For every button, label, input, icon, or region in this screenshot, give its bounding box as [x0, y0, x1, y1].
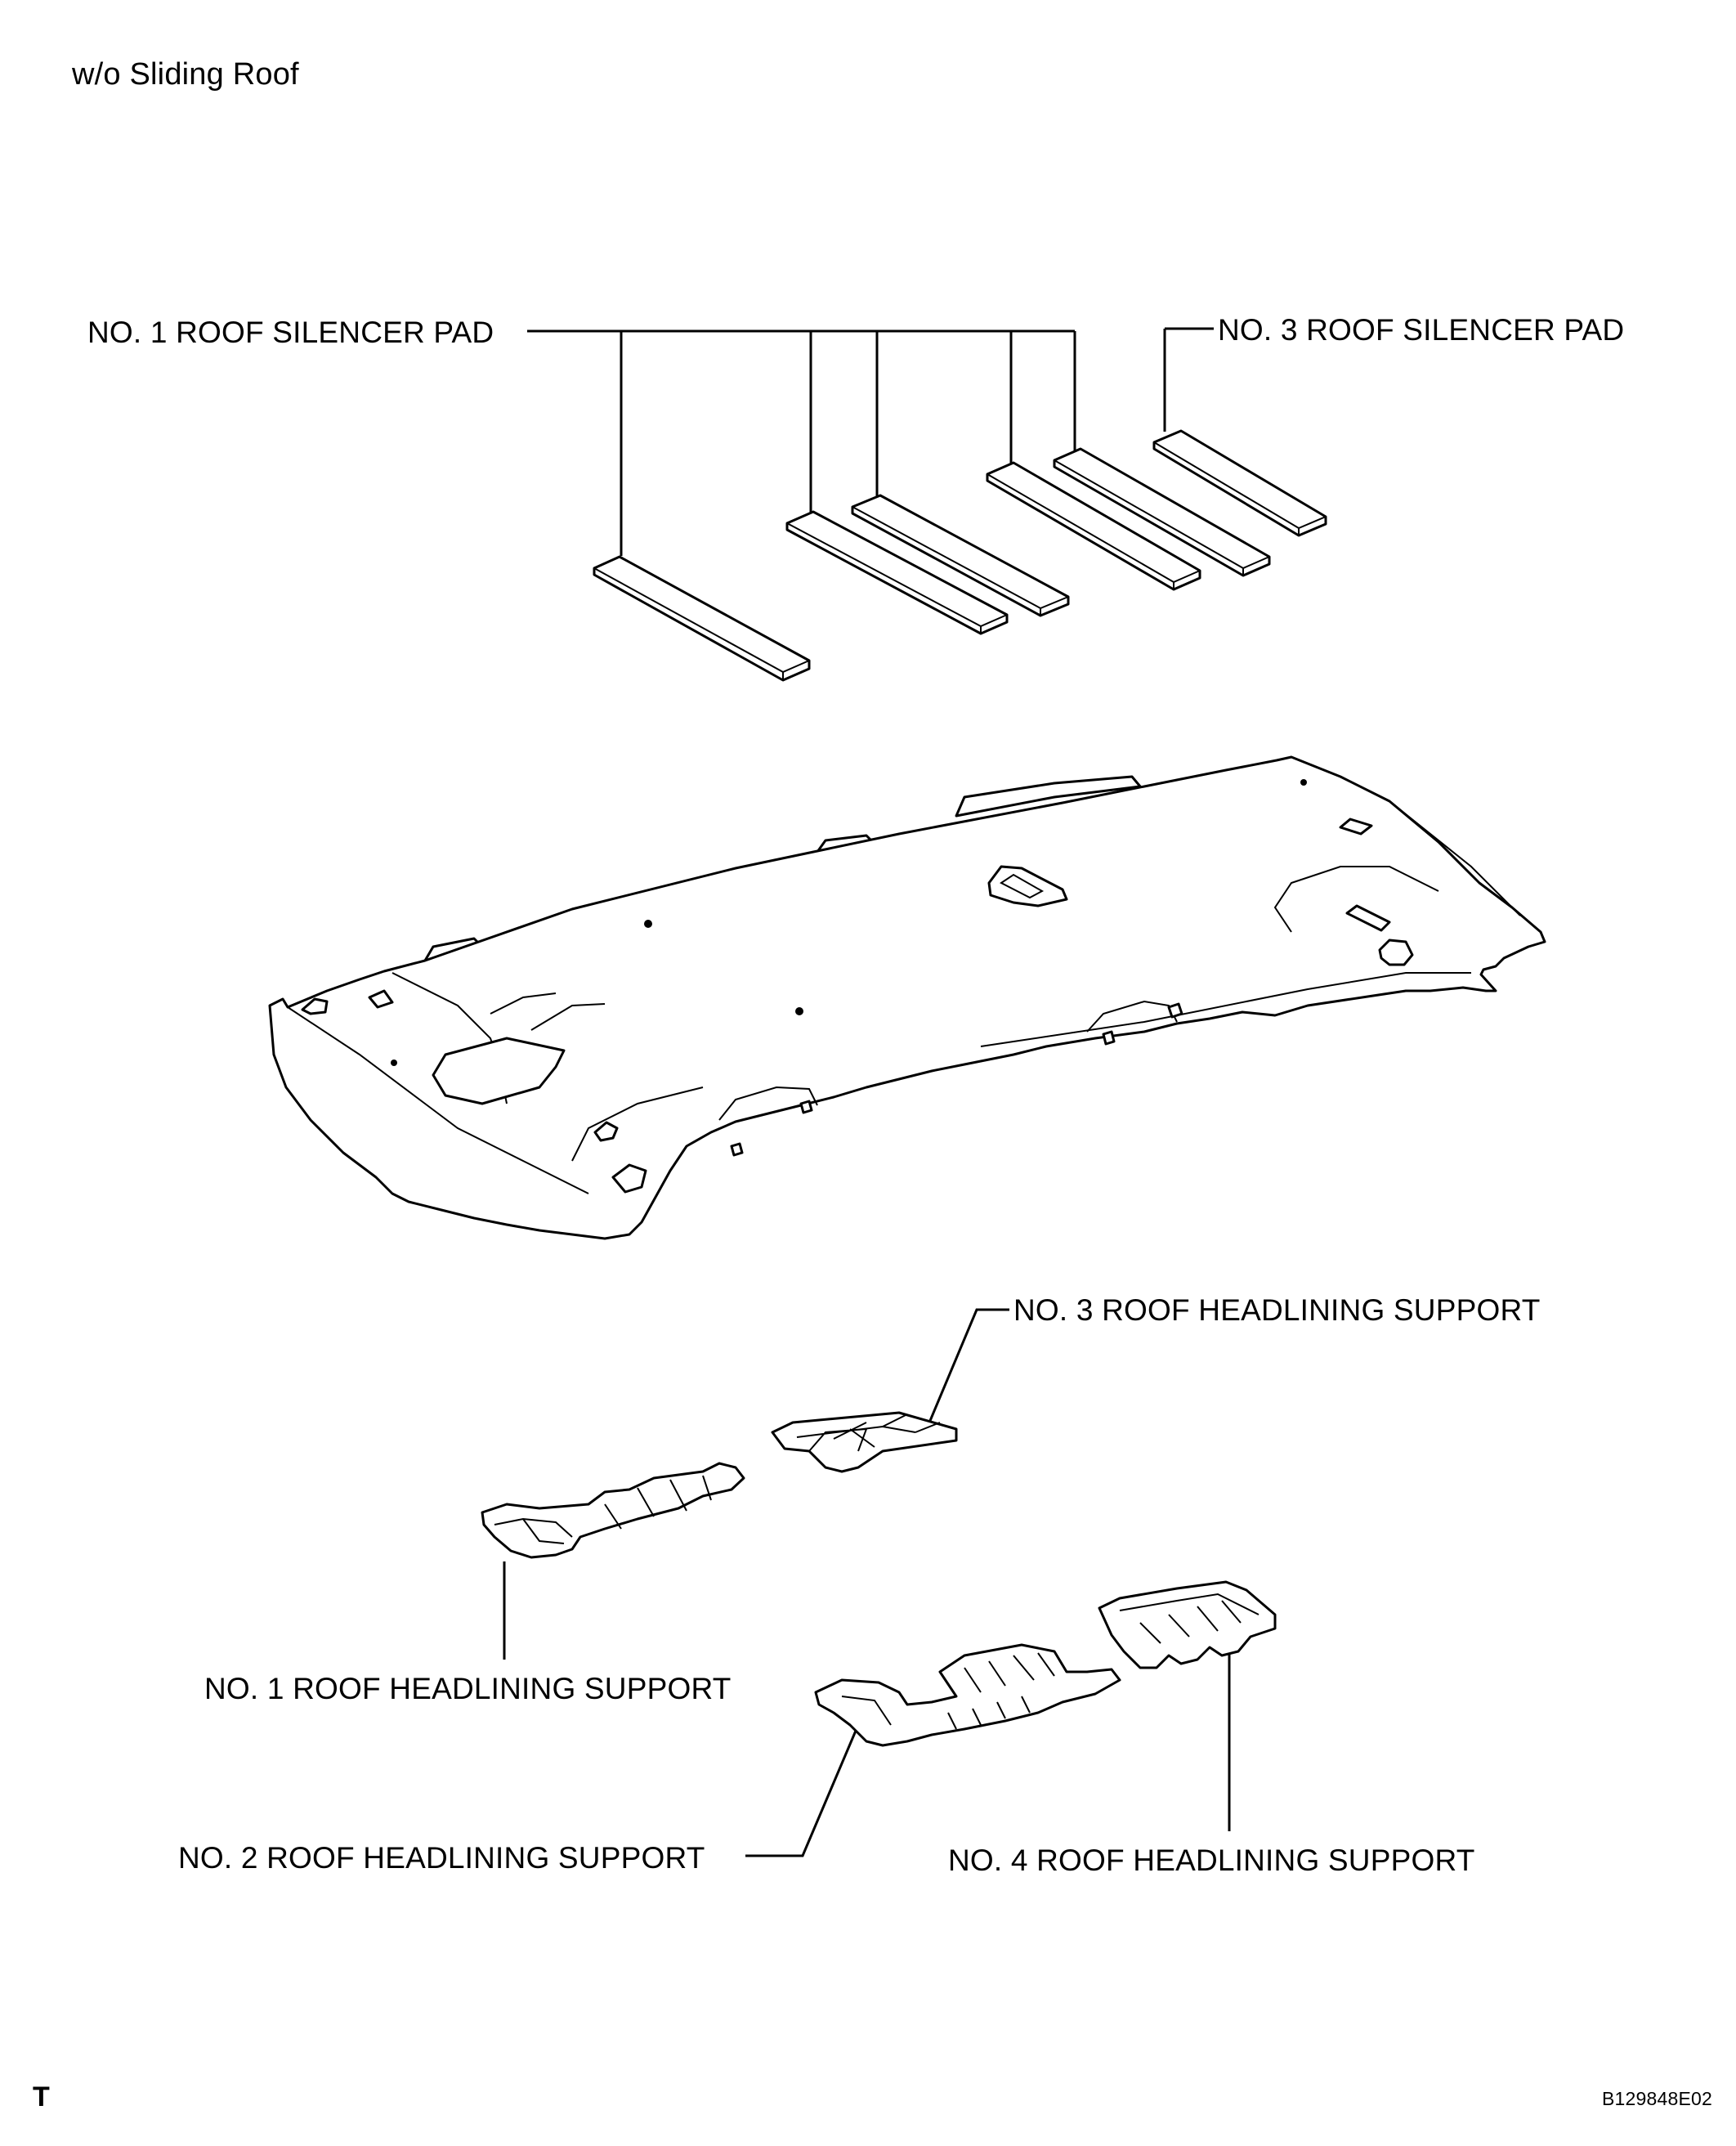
silencer-pad [1053, 447, 1271, 577]
silencer-pad [1152, 429, 1327, 537]
no1-roof-headlining-support [481, 1462, 745, 1559]
no3-roof-silencer-pad-label: NO. 3 ROOF SILENCER PAD [1218, 313, 1625, 347]
no2-roof-headlining-support [814, 1643, 1121, 1747]
silencer-pad [593, 555, 811, 682]
no3-roof-headlining-support-label: NO. 3 ROOF HEADLINING SUPPORT [1013, 1293, 1541, 1327]
silencer-pad [785, 510, 1009, 635]
no1-roof-headlining-support-label: NO. 1 ROOF HEADLINING SUPPORT [204, 1672, 732, 1705]
roof-headlining [268, 755, 1546, 1240]
support-leader-lines [503, 1308, 1231, 1857]
silencer-pad [986, 461, 1201, 591]
no1-roof-silencer-pad-label: NO. 1 ROOF SILENCER PAD [87, 316, 494, 349]
no4-roof-headlining-support [1098, 1580, 1277, 1669]
no4-roof-headlining-support-label: NO. 4 ROOF HEADLINING SUPPORT [948, 1844, 1475, 1877]
pad1-leader-lines [527, 329, 1076, 556]
no2-roof-headlining-support-label: NO. 2 ROOF HEADLINING SUPPORT [178, 1841, 705, 1875]
silencer-pad [851, 494, 1070, 617]
pad3-leader-line [1163, 327, 1214, 432]
figure-code: B129848E02 [1602, 2088, 1713, 2109]
no3-roof-headlining-support [771, 1411, 958, 1473]
corner-mark: T [33, 2081, 50, 2112]
silencer-pads [593, 429, 1327, 682]
diagram-title: w/o Sliding Roof [72, 57, 299, 92]
